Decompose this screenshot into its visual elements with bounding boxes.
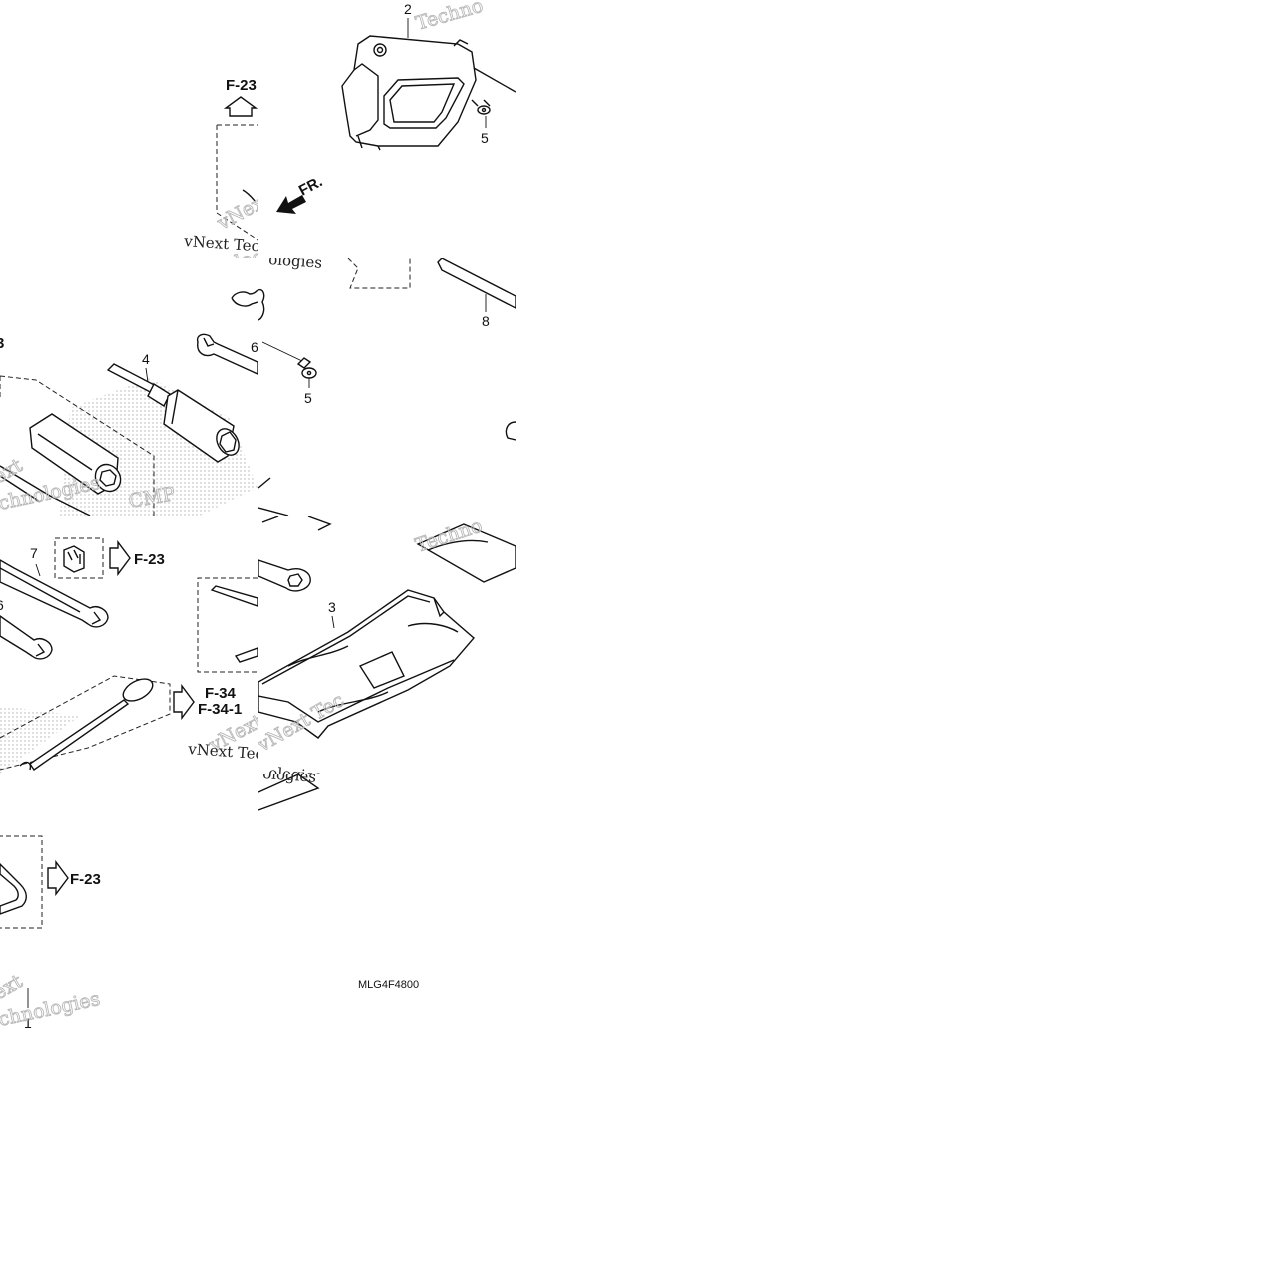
tile-middle-right: ologies 8 5 (258, 258, 516, 516)
tile-bottom-middle-drawing: ologies MLG4F4800 (258, 774, 419, 991)
drawing-code: MLG4F4800 (358, 979, 419, 991)
dashed-group-outline (54, 537, 104, 579)
part-number-8[interactable]: 8 (482, 313, 490, 329)
bolt-5-upper (471, 99, 491, 115)
dashed-group-outline (0, 375, 155, 516)
part-number-7[interactable]: 7 (30, 545, 38, 561)
screwdriver-tool (19, 678, 154, 771)
clip-part (63, 545, 85, 573)
hex-key-tool (210, 585, 258, 663)
watermark: ext (0, 970, 26, 1004)
tile-lower-right: Techno 3 vNext Tec ologies (258, 516, 516, 774)
ref-f23-bottom[interactable]: F-23 (70, 871, 101, 888)
leader-line (35, 563, 41, 577)
leader-line (331, 615, 335, 629)
dashed-group-outline (197, 577, 258, 673)
front-direction-arrow-icon (276, 195, 306, 214)
reference-arrow-icon (109, 539, 131, 577)
tile-upper-right: Techno 2 5 (258, 0, 516, 258)
tile-bottom-middle: ologies MLG4F4800 (258, 774, 516, 1032)
tile-bottom-left: F-23 1 ext chnologies (0, 774, 258, 1032)
dashed-group-outline (347, 258, 411, 289)
wrench-end (231, 289, 258, 307)
up-arrow-icon (223, 96, 258, 117)
pliers-edge (0, 465, 91, 516)
part-number-1[interactable]: 1 (24, 1015, 32, 1031)
part-number-6-upper[interactable]: 6 (251, 339, 258, 355)
tile-middle-left-drawing: 3 4 6 (0, 289, 258, 516)
watermark: ologies (268, 258, 323, 272)
flat-tool-8 (437, 258, 516, 309)
wrench-ring-edge (505, 421, 516, 441)
part-number-3[interactable]: 3 (328, 599, 336, 615)
ref-f23-middle[interactable]: F-23 (134, 551, 165, 568)
watermark: ext (0, 454, 26, 488)
part-number-5-upper[interactable]: 5 (481, 130, 489, 146)
tool-box-cover (341, 35, 516, 151)
ref-f23-top-left[interactable]: F-23 (226, 77, 257, 94)
socket-wrench-4 (106, 363, 240, 463)
tile-bottom-left-drawing: F-23 1 ext chnologies (0, 835, 103, 1031)
part-number-2[interactable]: 2 (404, 1, 412, 17)
tile-middle-right-drawing: ologies 8 5 (258, 258, 516, 516)
ref-f34[interactable]: F-34 (205, 685, 237, 702)
hex-wrench-1 (0, 863, 27, 915)
manual-corner (258, 774, 320, 811)
dashed-group-outline (0, 835, 43, 929)
hex-bit-tool (29, 413, 122, 495)
watermark: vNext Tec (183, 232, 258, 255)
bolt-5-lower (296, 357, 317, 379)
front-direction-label: FR. (296, 173, 325, 199)
spanner-6-lower (0, 615, 53, 660)
shaded-area (0, 706, 80, 774)
tile-middle-left: 3 4 6 (0, 258, 258, 516)
tool-edge (261, 516, 332, 531)
combination-wrench-7 (0, 559, 109, 628)
box-wrench-ring (258, 559, 311, 592)
tool-bag-3 (258, 589, 475, 739)
tile-upper-left: F-23 vNext Tec vNext Tec ologies (0, 0, 258, 258)
leader-line (261, 341, 305, 363)
leader-line (145, 367, 149, 383)
tile-lower-right-drawing: Techno 3 vNext Tec ologies (258, 516, 516, 774)
watermark: ologies (268, 764, 323, 774)
dashed-group-outline (0, 675, 171, 771)
ref-f34-1[interactable]: F-34-1 (198, 701, 242, 718)
tool-edge (258, 477, 289, 516)
reference-arrow-icon (173, 683, 195, 721)
part-number-4[interactable]: 4 (142, 351, 150, 367)
owners-manual (416, 523, 516, 583)
wrench-end (258, 288, 265, 321)
ref-f23-partial: 3 (0, 335, 4, 352)
watermark: vNext Tec (187, 740, 258, 763)
watermark: Techno (413, 0, 485, 35)
small-wrench-end (242, 189, 257, 203)
tile-lower-left-drawing: 7 F-23 6 (0, 537, 258, 774)
tile-upper-left-drawing: F-23 vNext Tec vNext Tec ologies (183, 77, 258, 258)
tile-upper-right-drawing: Techno 2 5 (276, 0, 516, 214)
watermark: ologies (262, 774, 317, 786)
watermark: vNext Tec (213, 170, 258, 235)
dashed-group-outline (216, 124, 258, 241)
spanner-6-upper (196, 333, 258, 375)
tile-lower-left: 7 F-23 6 (0, 516, 258, 774)
part-number-6-lower[interactable]: 6 (0, 597, 4, 613)
part-number-5-lower[interactable]: 5 (304, 390, 312, 406)
reference-arrow-icon (47, 859, 69, 897)
